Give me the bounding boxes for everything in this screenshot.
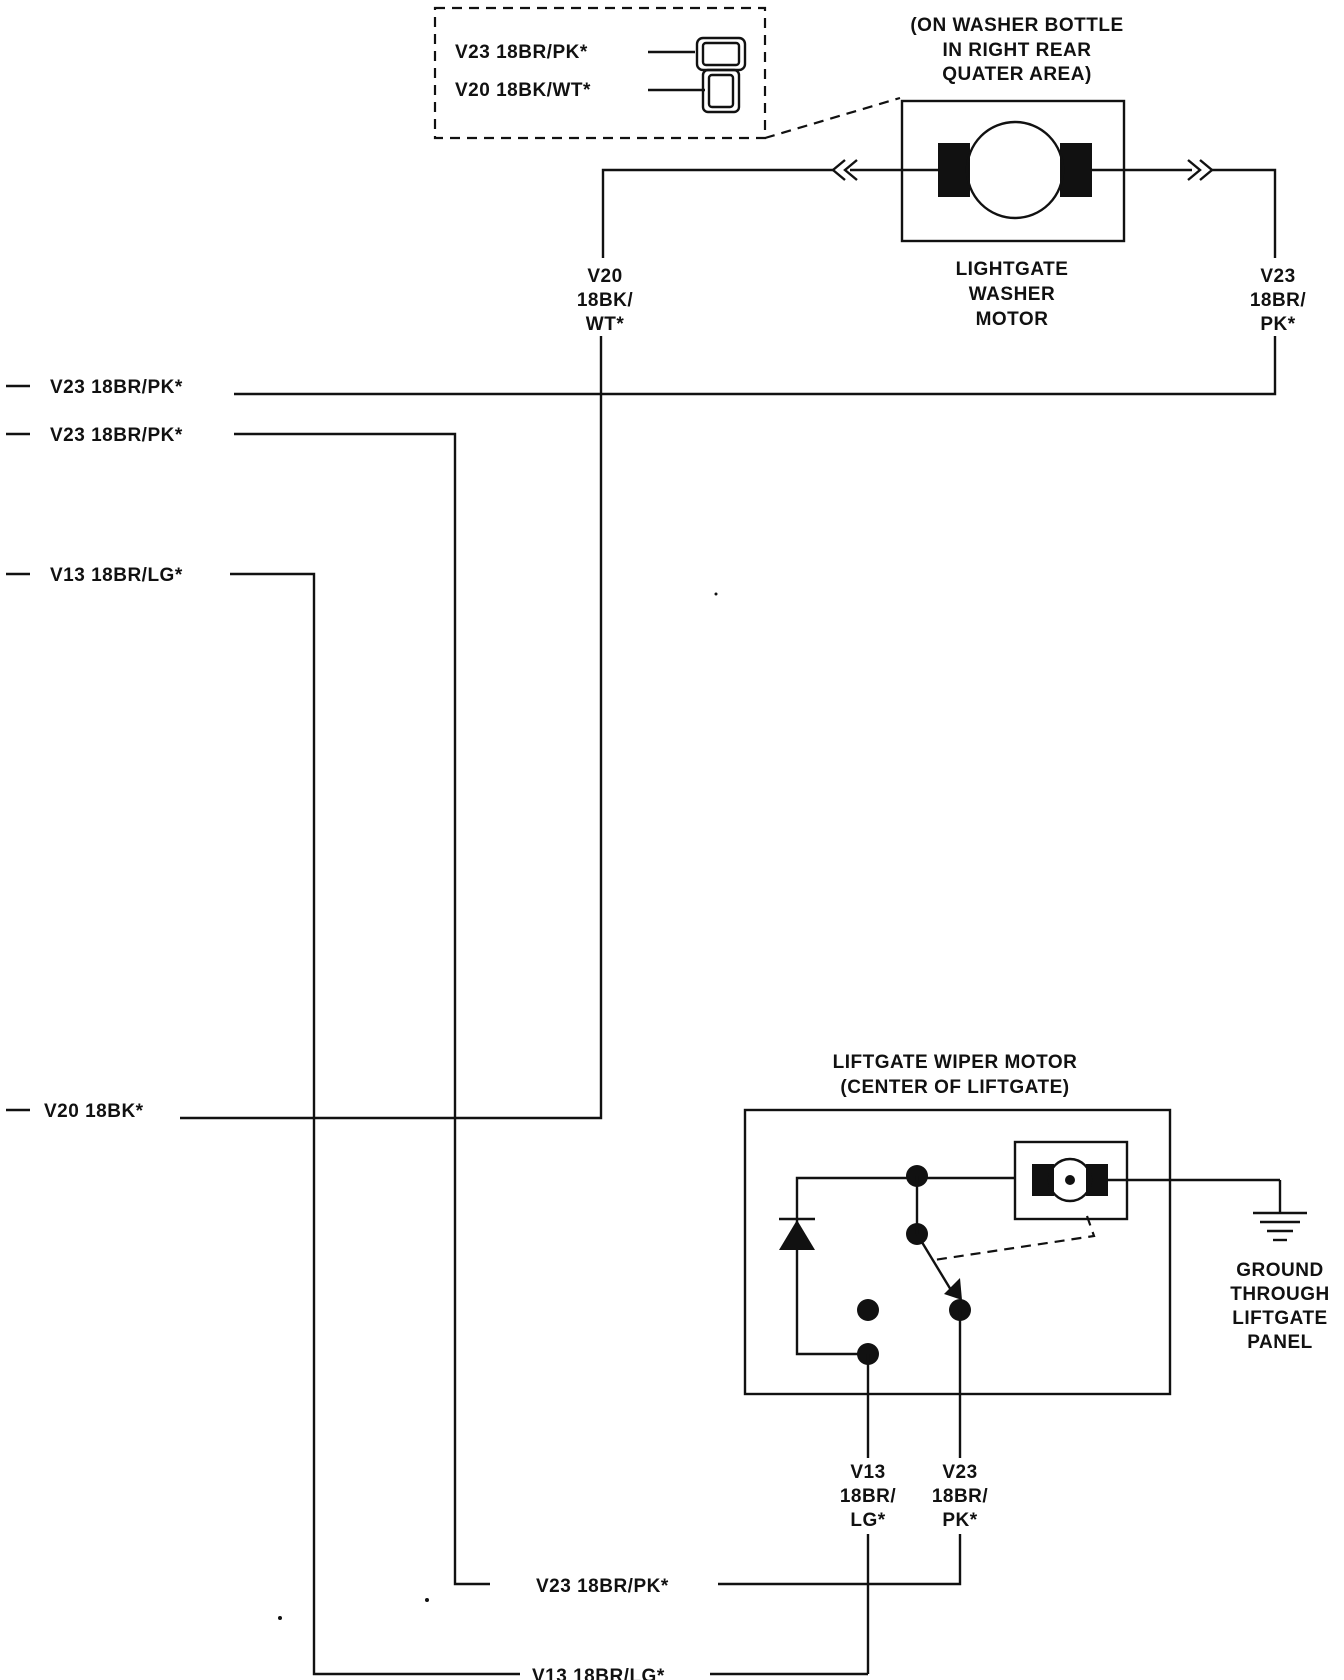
- svg-text:V20: V20: [587, 266, 622, 287]
- left-wire-4: V20 18BK*: [6, 1101, 144, 1122]
- washer-motor-brush-left: [938, 143, 970, 197]
- wiper-motor: [743, 1108, 1280, 1458]
- svg-text:LIFTGATE WIPER MOTOR: LIFTGATE WIPER MOTOR: [833, 1052, 1078, 1073]
- left-wire-2: V23 18BR/PK*: [6, 425, 490, 1586]
- wiper-wire-a-label: V13 18BR/ LG*: [840, 1462, 897, 1531]
- washer-right-wire-label: V23 18BR/ PK*: [1250, 266, 1307, 335]
- svg-text:MOTOR: MOTOR: [976, 309, 1049, 330]
- connector-inset: V23 18BR/PK* V20 18BK/WT*: [433, 6, 901, 140]
- inset-wire-label-2: V20 18BK/WT*: [455, 80, 591, 101]
- svg-text:PK*: PK*: [1260, 314, 1295, 335]
- svg-text:IN RIGHT REAR: IN RIGHT REAR: [943, 40, 1092, 61]
- svg-text:GROUND: GROUND: [1236, 1260, 1323, 1281]
- svg-text:LIFTGATE: LIFTGATE: [1232, 1308, 1327, 1329]
- svg-text:18BR/: 18BR/: [932, 1486, 989, 1507]
- bottom-wire-2: V13 18BR/LG*: [532, 1666, 868, 1680]
- diode-icon: [779, 1217, 815, 1250]
- washer-motor: [850, 99, 1192, 243]
- svg-text:V13: V13: [850, 1462, 885, 1483]
- svg-text:V23: V23: [942, 1462, 977, 1483]
- svg-text:V23 18BR/PK*: V23 18BR/PK*: [50, 377, 183, 398]
- svg-text:V23 18BR/PK*: V23 18BR/PK*: [536, 1576, 669, 1597]
- left-wire-3: V13 18BR/LG*: [6, 565, 520, 1676]
- ground-icon: [1253, 1180, 1307, 1242]
- svg-text:PK*: PK*: [942, 1510, 977, 1531]
- switch-contact-low-upper: [857, 1299, 879, 1321]
- connector-icon: [695, 36, 747, 114]
- svg-text:PANEL: PANEL: [1247, 1332, 1312, 1353]
- washer-motor-name-label: LIGHTGATE WASHER MOTOR: [956, 259, 1069, 330]
- svg-text:V23 18BR/PK*: V23 18BR/PK*: [50, 425, 183, 446]
- svg-text:V20 18BK*: V20 18BK*: [44, 1101, 144, 1122]
- wiper-wire-b-label: V23 18BR/ PK*: [932, 1462, 989, 1531]
- washer-left-wire-label: V20 18BK/ WT*: [577, 266, 634, 335]
- svg-text:V23: V23: [1260, 266, 1295, 287]
- switch-arm-arrow: [944, 1278, 962, 1300]
- wiper-motor-armature-icon: [1047, 1157, 1093, 1203]
- svg-text:QUATER AREA): QUATER AREA): [942, 64, 1092, 85]
- wiper-motor-title: LIFTGATE WIPER MOTOR (CENTER OF LIFTGATE…: [833, 1052, 1078, 1098]
- inset-wire-label-1: V23 18BR/PK*: [455, 42, 588, 63]
- svg-text:18BR/: 18BR/: [1250, 290, 1307, 311]
- svg-text:V13 18BR/LG*: V13 18BR/LG*: [532, 1666, 665, 1680]
- svg-text:LG*: LG*: [850, 1510, 885, 1531]
- svg-text:18BR/: 18BR/: [840, 1486, 897, 1507]
- bottom-wire-1: V23 18BR/PK*: [536, 1576, 669, 1597]
- washer-motor-brush-right: [1060, 143, 1092, 197]
- svg-text:18BK/: 18BK/: [577, 290, 634, 311]
- svg-text:(CENTER OF LIFTGATE): (CENTER OF LIFTGATE): [840, 1077, 1069, 1098]
- svg-text:WASHER: WASHER: [969, 284, 1055, 305]
- ground-label: GROUND THROUGH LIFTGATE PANEL: [1230, 1260, 1330, 1353]
- svg-text:V13 18BR/LG*: V13 18BR/LG*: [50, 565, 183, 586]
- svg-text:WT*: WT*: [586, 314, 625, 335]
- washer-motor-location-label: (ON WASHER BOTTLE IN RIGHT REAR QUATER A…: [910, 15, 1123, 85]
- washer-motor-armature-icon: [965, 120, 1065, 220]
- svg-text:LIGHTGATE: LIGHTGATE: [956, 259, 1069, 280]
- svg-text:(ON WASHER BOTTLE: (ON WASHER BOTTLE: [910, 15, 1123, 36]
- svg-text:THROUGH: THROUGH: [1230, 1284, 1330, 1305]
- left-wire-1: V23 18BR/PK*: [6, 377, 183, 398]
